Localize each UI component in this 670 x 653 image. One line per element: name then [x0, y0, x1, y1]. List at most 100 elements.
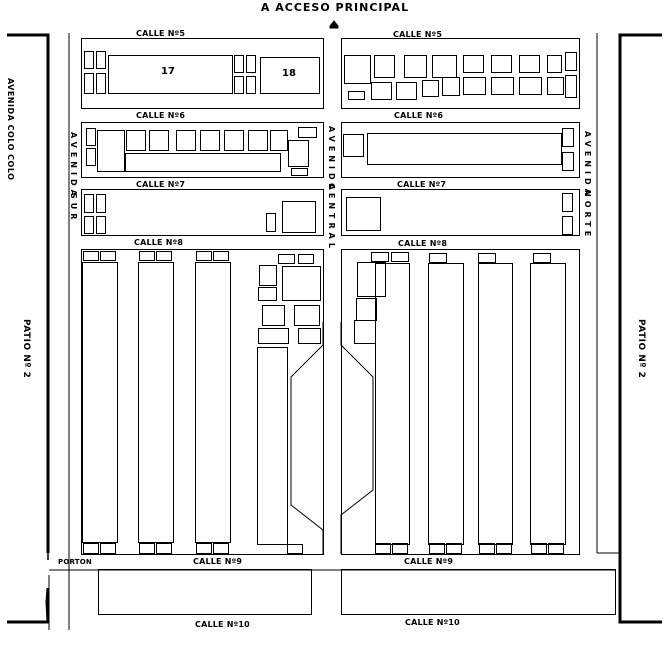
pavilion [428, 263, 464, 545]
building [96, 73, 106, 94]
street-calle-9-right: CALLE Nº9 [404, 557, 454, 566]
building [429, 253, 447, 263]
right-boundary-wall [618, 33, 662, 624]
building [519, 77, 542, 95]
pavilion [195, 262, 231, 543]
building [139, 543, 155, 554]
building [262, 305, 285, 326]
building [83, 543, 99, 554]
building [422, 80, 439, 97]
building-18 [260, 57, 320, 94]
pavilion [82, 262, 118, 543]
building [126, 130, 146, 151]
block-calle5-6-right [341, 38, 580, 109]
building [282, 266, 321, 301]
building [213, 251, 229, 261]
building [278, 254, 295, 264]
pavilion [530, 263, 566, 545]
building [367, 133, 562, 165]
building [491, 77, 514, 95]
building [391, 252, 409, 262]
pavilion [375, 263, 410, 545]
street-calle-10-left: CALLE Nº10 [195, 620, 250, 629]
porton-label: PORTON [58, 558, 92, 566]
building [176, 130, 196, 151]
building [396, 82, 417, 100]
street-calle-9-left: CALLE Nº9 [193, 557, 243, 566]
building [100, 251, 116, 261]
avenue-central-right-edge [340, 322, 374, 554]
building [565, 52, 577, 71]
building [354, 320, 376, 344]
warehouse [97, 130, 125, 172]
building [519, 55, 540, 73]
building [84, 194, 94, 213]
building-18-label: 18 [282, 68, 296, 79]
building [200, 130, 220, 151]
building [282, 201, 316, 233]
avenue-central-label-2: CENTRAL [327, 183, 336, 252]
building [357, 262, 386, 297]
building [196, 251, 212, 261]
building [343, 134, 364, 157]
block-calle7-8-left [81, 189, 324, 236]
building [344, 55, 371, 84]
building [442, 77, 460, 96]
building [298, 328, 321, 344]
building [496, 543, 512, 554]
building [139, 251, 155, 261]
building [547, 55, 562, 73]
avenue-sur-label-2: SUR [69, 193, 78, 224]
street-calle-8-right: CALLE Nº8 [398, 239, 448, 248]
building [270, 130, 288, 151]
block-calle5-6-left [81, 38, 324, 109]
building [346, 197, 381, 231]
building [371, 252, 389, 262]
building [84, 51, 94, 69]
building [234, 76, 244, 94]
pavilion [478, 263, 513, 545]
building [565, 75, 577, 98]
building [266, 213, 276, 232]
building [84, 216, 94, 234]
avenue-sur-label-1: AVENIDA [69, 132, 78, 200]
building [374, 55, 395, 78]
avenue-colo-colo: AVENIDA COLO COLO [6, 78, 15, 181]
building [491, 55, 512, 73]
building-17-label: 17 [161, 66, 175, 77]
avenue-norte-label-2: NORTE [583, 190, 592, 241]
building [287, 544, 303, 554]
patio-2-right: PATIO Nº 2 [636, 319, 646, 379]
block-calle9-10-left [98, 569, 312, 615]
avenue-central-left-edge [290, 322, 324, 554]
building [463, 77, 486, 95]
building [432, 55, 457, 78]
building [86, 148, 96, 166]
building [294, 305, 320, 326]
building [96, 51, 106, 69]
building [246, 55, 256, 73]
building [404, 55, 427, 78]
building [479, 543, 495, 554]
building [213, 543, 229, 554]
pavilion [257, 347, 288, 545]
building [83, 251, 99, 261]
block-calle6-7-left [81, 122, 324, 178]
building [288, 140, 309, 167]
building [96, 194, 106, 213]
street-calle-6-right: CALLE Nº6 [394, 111, 444, 120]
building [392, 543, 408, 554]
avenue-central-label-1: AVENIDA [327, 126, 336, 194]
building [246, 76, 256, 94]
building [156, 251, 172, 261]
building [356, 298, 377, 321]
street-calle-7-right: CALLE Nº7 [397, 180, 447, 189]
block-calle6-7-right [341, 122, 580, 178]
block-calle7-8-right [341, 189, 580, 236]
building [463, 55, 484, 73]
building [291, 168, 308, 176]
building [562, 216, 573, 235]
left-boundary-wall-lower [7, 587, 50, 624]
building [196, 543, 212, 554]
building [125, 153, 281, 172]
